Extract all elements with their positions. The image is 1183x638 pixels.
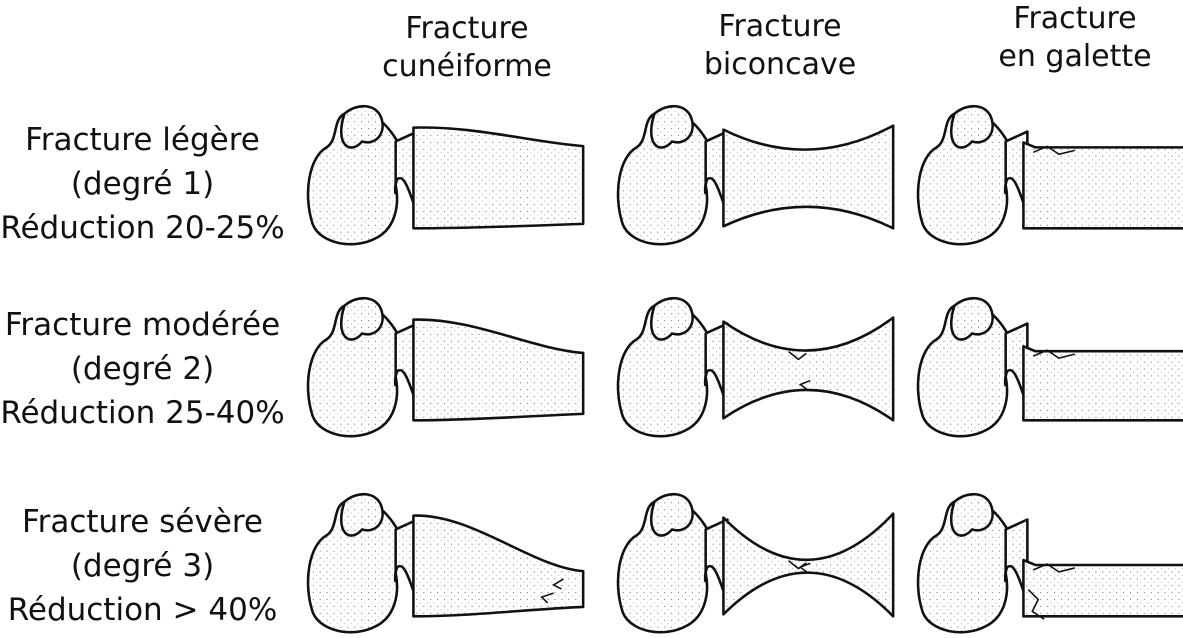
- fracture-line: [788, 350, 811, 392]
- vertebral-body: [1022, 344, 1183, 422]
- column-header-line2: en galette: [998, 39, 1152, 74]
- vertebra-biconcave-grade-2: [616, 297, 895, 438]
- vertebral-body: [722, 316, 895, 422]
- vertebral-body: [1022, 558, 1183, 618]
- column-header-crush: Fracture en galette: [945, 0, 1183, 76]
- row-label-line2: (degré 3): [70, 548, 215, 584]
- vertebral-body: [722, 512, 895, 618]
- vertebra-crush-grade-3: [916, 493, 1183, 634]
- articular-process: [339, 493, 384, 537]
- fracture-line: [1032, 145, 1075, 156]
- vertebra-wedge-grade-2: [306, 297, 585, 438]
- column-header-line1: Fracture: [1013, 1, 1137, 36]
- row-label-line2: (degré 2): [70, 351, 215, 387]
- row-label-line1: Fracture modérée: [4, 307, 281, 343]
- row-label-mild: Fracture légère (degré 1) Réduction 20-2…: [0, 118, 285, 250]
- row-label-line3: Réduction 25-40%: [0, 395, 285, 431]
- vertebral-body: [412, 514, 585, 618]
- articular-process: [339, 297, 384, 341]
- articular-process: [949, 493, 994, 537]
- articular-process: [949, 105, 994, 149]
- row-label-line1: Fracture légère: [25, 122, 260, 158]
- column-header-wedge: Fracture cunéiforme: [337, 10, 597, 86]
- articular-process: [339, 105, 384, 149]
- fracture-line: [540, 578, 564, 604]
- vertebra-wedge-grade-3: [306, 493, 585, 634]
- vertebral-body: [722, 124, 895, 230]
- articular-process: [949, 297, 994, 341]
- column-header-biconcave: Fracture biconcave: [650, 8, 910, 84]
- column-header-line1: Fracture: [405, 11, 529, 46]
- fracture-line: [788, 560, 811, 574]
- articular-process: [649, 297, 694, 341]
- vertebra-biconcave-grade-1: [616, 105, 895, 246]
- vertebra-crush-grade-1: [916, 105, 1183, 246]
- fracture-line: [1032, 349, 1075, 359]
- row-label-line3: Réduction > 40%: [7, 592, 278, 628]
- row-label-line3: Réduction 20-25%: [0, 210, 285, 246]
- vertebra-wedge-grade-1: [306, 105, 585, 246]
- articular-process: [649, 105, 694, 149]
- vertebral-body: [1022, 141, 1183, 230]
- fracture-line: [1027, 563, 1075, 620]
- column-header-line2: biconcave: [703, 47, 857, 82]
- vertebral-body: [412, 126, 585, 230]
- vertebra-biconcave-grade-3: [616, 493, 895, 634]
- vertebra-crush-grade-2: [916, 297, 1183, 438]
- column-header-line2: cunéiforme: [382, 49, 552, 84]
- vertebral-body: [412, 318, 585, 422]
- row-label-severe: Fracture sévère (degré 3) Réduction > 40…: [0, 500, 285, 632]
- column-header-line1: Fracture: [718, 9, 842, 44]
- row-label-moderate: Fracture modérée (degré 2) Réduction 25-…: [0, 303, 285, 435]
- articular-process: [649, 493, 694, 537]
- row-label-line1: Fracture sévère: [22, 504, 263, 540]
- row-label-line2: (degré 1): [70, 166, 215, 202]
